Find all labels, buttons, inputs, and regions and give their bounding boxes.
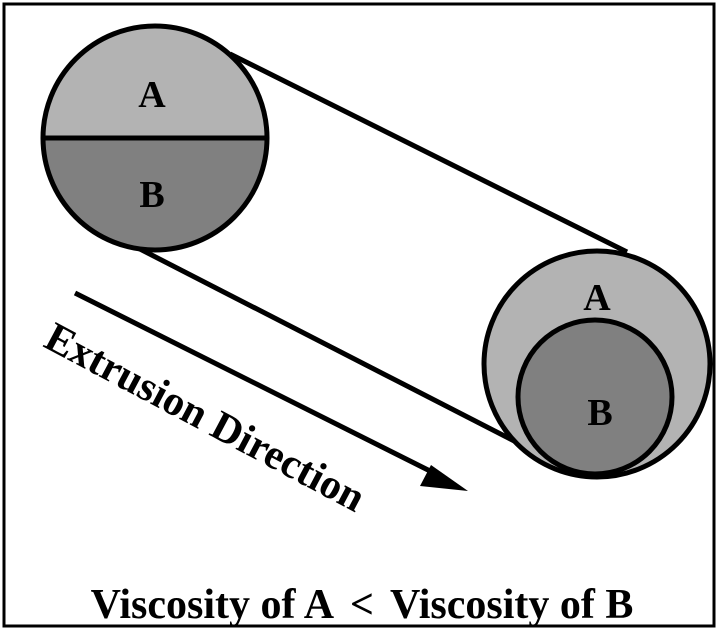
left-label-b: B — [139, 174, 164, 216]
right-label-b: B — [587, 392, 612, 434]
extrusion-arrow — [73, 290, 468, 491]
cylinder-top-edge — [228, 51, 629, 255]
left-cross-section: A B — [40, 23, 270, 253]
right-cross-section: A B — [481, 248, 713, 480]
arrow-head — [420, 465, 468, 491]
cylinder-bottom-edge — [136, 245, 567, 470]
caption-right-term: Viscosity of B — [390, 582, 633, 628]
left-label-a: A — [138, 74, 166, 116]
right-label-a: A — [583, 277, 611, 319]
right-inner-circle — [515, 317, 675, 477]
arrow-shaft — [73, 290, 442, 479]
caption-operator: < — [350, 582, 374, 628]
left-circle-outline — [40, 23, 270, 253]
viscosity-caption: Viscosity of A < Viscosity of B — [91, 582, 634, 628]
caption-left-term: Viscosity of A — [91, 582, 335, 628]
